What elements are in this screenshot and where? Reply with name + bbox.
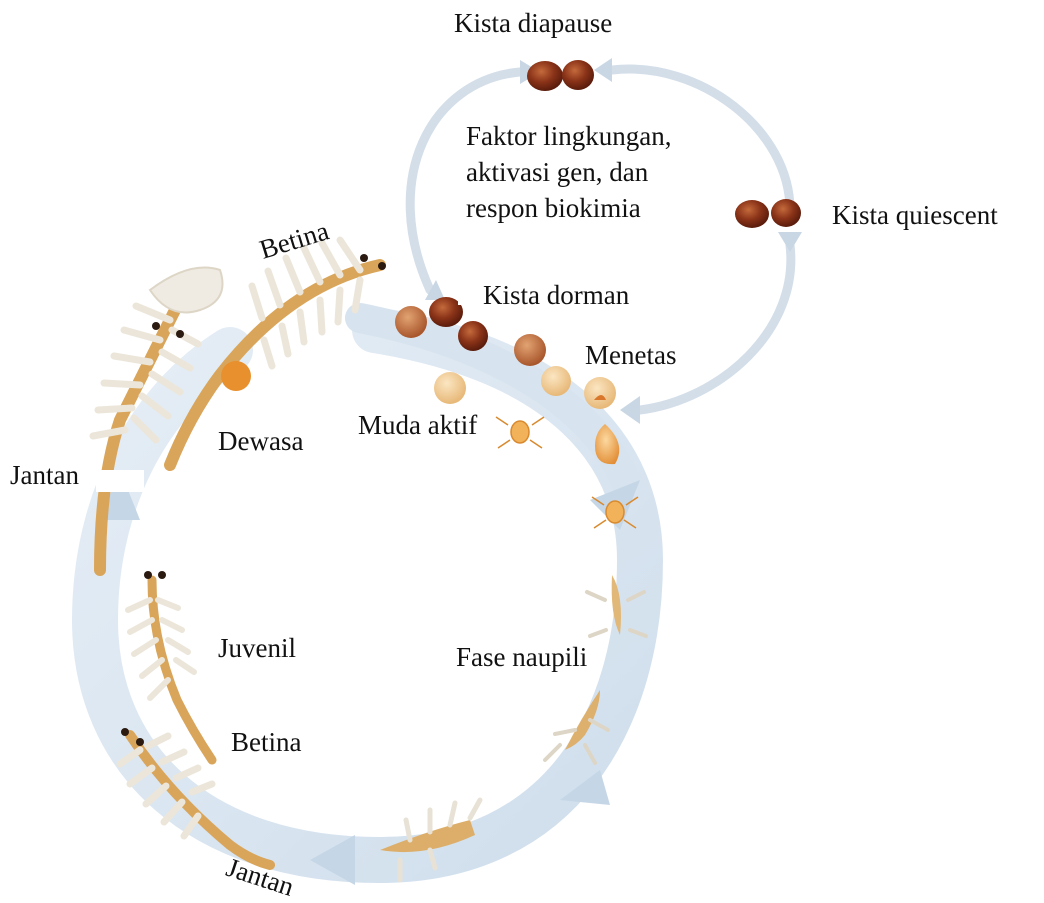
mask [458,275,470,305]
label-environment-line-3: respon biokimia [466,190,671,226]
diapause-cysts [527,60,594,91]
label-environment-factors: Faktor lingkungan, aktivasi gen, dan res… [466,118,671,226]
label-menetas: Menetas [585,340,676,371]
label-kista-quiescent: Kista quiescent [832,200,998,231]
label-fase-naupili: Fase naupili [456,642,587,673]
label-dewasa: Dewasa [218,426,303,457]
label-jantan-left: Jantan [10,460,79,491]
label-kista-diapause: Kista diapause [454,8,612,39]
label-kista-dorman: Kista dorman [483,280,629,311]
label-environment-line-1: Faktor lingkungan, [466,118,671,154]
label-muda-aktif: Muda aktif [358,410,477,441]
quiescent-cysts [735,199,801,228]
label-environment-line-2: aktivasi gen, dan [466,154,671,190]
label-betina-bottom: Betina [231,727,301,758]
label-juvenil: Juvenil [218,633,296,664]
mask [96,470,144,492]
